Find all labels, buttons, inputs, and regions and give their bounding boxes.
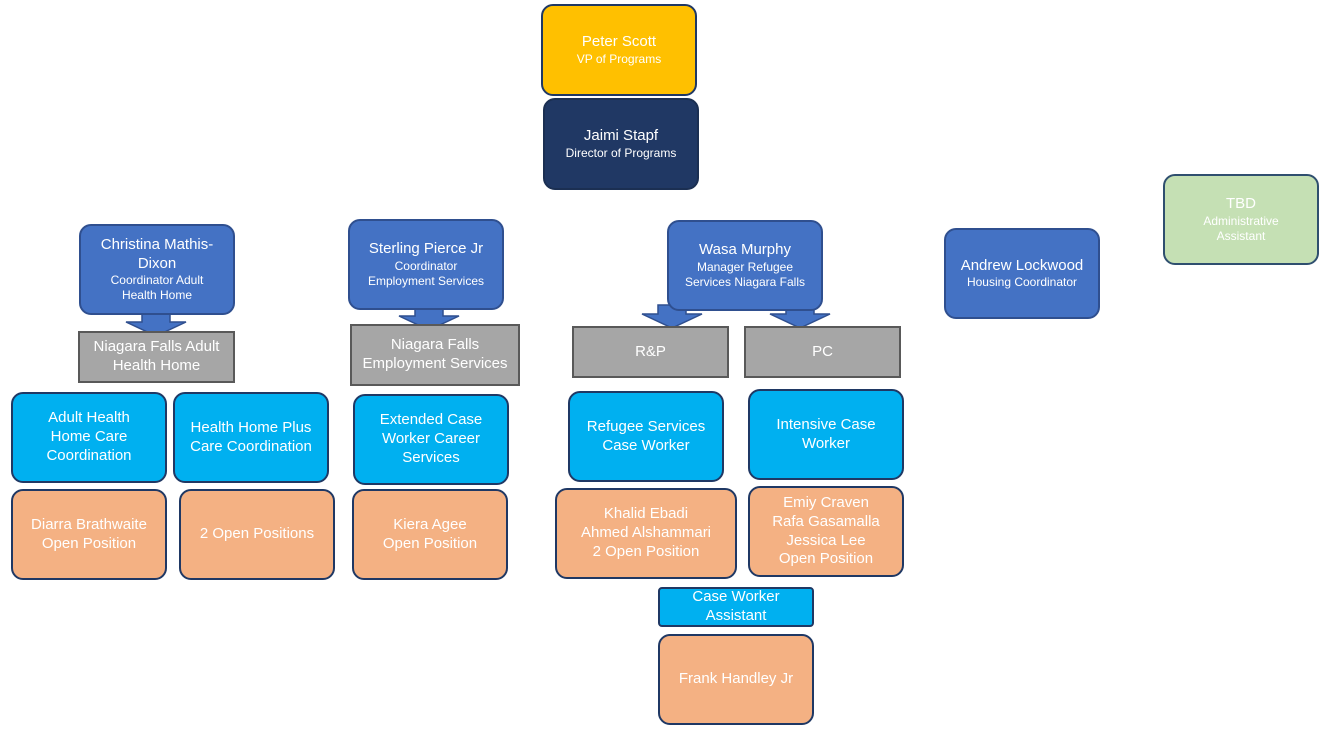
health-manager-box: Christina Mathis- Dixon Coordinator Adul…	[79, 224, 235, 315]
health-staff-2-box: 2 Open Positions	[179, 489, 335, 580]
health-role-1-label: Adult Health Home Care Coordination	[46, 409, 132, 464]
employment-program-label: Niagara Falls Employment Services	[362, 336, 508, 372]
pc-program-box: PC	[744, 326, 901, 378]
employment-manager-title: Coordinator Employment Services	[367, 258, 485, 288]
admin-title: Administrative Assistant	[1203, 213, 1279, 243]
rp-program-label: R&P	[635, 342, 666, 360]
employment-staff-label: Kiera Agee Open Position	[382, 515, 478, 552]
vp-title: VP of Programs	[576, 51, 662, 66]
health-role-1-box: Adult Health Home Care Coordination	[11, 392, 167, 483]
vp-name: Peter Scott	[581, 33, 657, 51]
director-name: Jaimi Stapf	[583, 127, 659, 145]
refugee-manager-title: Manager Refugee Services Niagara Falls	[684, 259, 806, 289]
rp-staff-label: Khalid Ebadi Ahmed Alshammari 2 Open Pos…	[580, 505, 712, 560]
employment-staff-box: Kiera Agee Open Position	[352, 489, 508, 580]
pc-program-label: PC	[812, 342, 833, 360]
pc-staff-box: Emiy Craven Rafa Gasamalla Jessica Lee O…	[748, 486, 904, 577]
pc-staff-label: Emiy Craven Rafa Gasamalla Jessica Lee O…	[772, 494, 880, 568]
health-manager-name: Christina Mathis- Dixon	[100, 235, 214, 272]
assistant-staff-label: Frank Handley Jr	[678, 670, 794, 688]
rp-staff-box: Khalid Ebadi Ahmed Alshammari 2 Open Pos…	[555, 488, 737, 579]
pc-role-label: Intensive Case Worker	[776, 415, 876, 452]
case-worker-assistant-label: Case Worker Assistant	[692, 588, 780, 624]
health-program-box: Niagara Falls Adult Health Home	[78, 331, 235, 383]
employment-program-box: Niagara Falls Employment Services	[350, 324, 520, 386]
health-staff-1-label: Diarra Brathwaite Open Position	[31, 515, 147, 552]
rp-role-label: Refugee Services Case Worker	[586, 417, 706, 454]
housing-name: Andrew Lockwood	[960, 256, 1084, 274]
employment-manager-name: Sterling Pierce Jr	[368, 240, 484, 258]
employment-role-box: Extended Case Worker Career Services	[353, 394, 509, 485]
rp-role-box: Refugee Services Case Worker	[568, 391, 724, 482]
director-programs-box: Jaimi Stapf Director of Programs	[543, 98, 699, 190]
rp-program-box: R&P	[572, 326, 729, 378]
case-worker-assistant-box: Case Worker Assistant	[658, 587, 814, 627]
housing-coordinator-box: Andrew Lockwood Housing Coordinator	[944, 228, 1100, 319]
housing-title: Housing Coordinator	[966, 275, 1078, 290]
vp-programs-box: Peter Scott VP of Programs	[541, 4, 697, 96]
health-staff-2-label: 2 Open Positions	[199, 525, 315, 543]
employment-role-label: Extended Case Worker Career Services	[379, 411, 483, 466]
health-role-2-box: Health Home Plus Care Coordination	[173, 392, 329, 483]
health-role-2-label: Health Home Plus Care Coordination	[190, 418, 312, 455]
health-staff-1-box: Diarra Brathwaite Open Position	[11, 489, 167, 580]
pc-role-box: Intensive Case Worker	[748, 389, 904, 480]
health-program-label: Niagara Falls Adult Health Home	[93, 338, 220, 374]
director-title: Director of Programs	[565, 145, 677, 160]
employment-manager-box: Sterling Pierce Jr Coordinator Employmen…	[348, 219, 504, 310]
health-manager-title: Coordinator Adult Health Home	[110, 273, 204, 303]
admin-name: TBD	[1226, 195, 1256, 213]
refugee-manager-box: Wasa Murphy Manager Refugee Services Nia…	[667, 220, 823, 311]
admin-assistant-box: TBD Administrative Assistant	[1163, 174, 1319, 265]
assistant-staff-box: Frank Handley Jr	[658, 634, 814, 725]
refugee-manager-name: Wasa Murphy	[699, 241, 791, 259]
